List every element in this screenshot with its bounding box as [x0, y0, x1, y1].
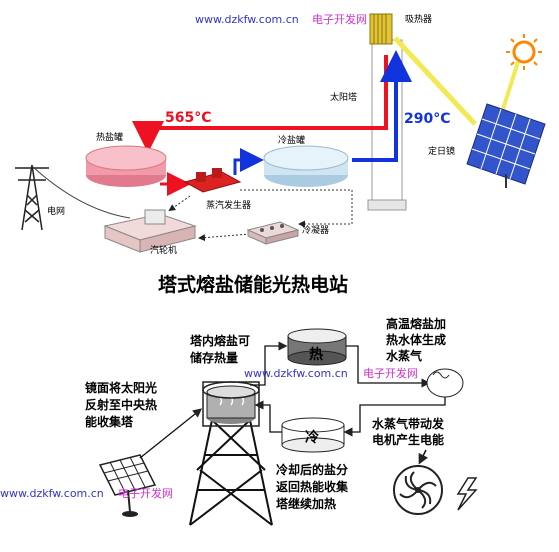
cold-tank-to-tower: [254, 400, 282, 433]
lightning-icon: [456, 477, 478, 511]
temp-cold-label: 290°C: [404, 111, 451, 127]
power-pylon-icon: [15, 164, 49, 231]
steam-to-cold-tank: [343, 388, 446, 437]
return-label-line2: 返回热能收集: [276, 479, 349, 494]
steam-generator-icon: [183, 168, 242, 193]
steam-to-cold-arrow: [233, 148, 264, 175]
heliostat-label: 定日镜: [428, 145, 455, 157]
steam-drum-icon: [426, 368, 464, 398]
condenser-icon: [246, 221, 300, 245]
tower-to-hot-tank: [250, 341, 288, 386]
grid-line: [31, 165, 131, 219]
heliostat-icon: [466, 103, 546, 188]
turbine-fan-icon: [393, 465, 443, 515]
watermark-name-mid: 电子开发网: [363, 366, 418, 380]
hot-tank-label: 热盐罐: [96, 131, 123, 143]
hot-flow-arrow: [132, 55, 388, 153]
heliostat-small-icon: [98, 454, 157, 517]
hot-salt-tank: [287, 328, 347, 366]
temp-hot-label: 565°C: [165, 110, 212, 126]
cold-tank-icon: [263, 145, 349, 187]
return-label-line3: 塔继续加热: [276, 496, 336, 511]
steam-label-line1: 高温熔盐加: [386, 316, 446, 331]
store-label-line2: 储存热量: [190, 350, 238, 365]
mirror-label-line2: 反射至中央热: [85, 397, 157, 412]
turbine-label: 汽轮机: [150, 244, 177, 256]
steam-generator-label: 蒸汽发生器: [206, 199, 251, 211]
generator-label-line2: 电机产生电能: [372, 432, 444, 447]
store-label-line1: 塔内熔盐可: [190, 333, 250, 348]
watermark-url-top: www.dzkfw.com.cn: [195, 13, 299, 26]
steam-to-fan-arrow: [418, 449, 429, 465]
turbine-icon: [103, 209, 197, 253]
watermark-name-bottom: 电子开发网: [118, 486, 173, 500]
hot-tank-icon: [85, 145, 167, 187]
cold-flow-arrow: [352, 50, 412, 162]
tower-label: 太阳塔: [330, 91, 357, 103]
hot-char: 热: [309, 346, 323, 363]
grid-label: 电网: [47, 205, 65, 217]
lattice-tower-icon: [189, 419, 273, 526]
page-title: 塔式熔盐储能光热电站: [158, 273, 348, 296]
absorber-icon: [369, 13, 393, 45]
condenser-label: 冷凝器: [302, 224, 329, 236]
mirror-reflect-arrow: [139, 408, 203, 459]
mirror-label-line3: 能收集塔: [85, 414, 134, 429]
steam-label-line3: 水蒸气: [386, 348, 422, 363]
watermark-name-top: 电子开发网: [312, 12, 367, 26]
cold-salt-tank: [281, 417, 345, 453]
hot-tank-to-steam: [346, 345, 431, 388]
cold-char: 冷: [305, 429, 319, 446]
tower-top-tank: [206, 385, 256, 424]
dotted-loop-right: [240, 189, 353, 228]
generator-label-line1: 水蒸气带动发: [372, 416, 445, 431]
watermark-url-mid: www.dzkfw.com.cn: [244, 367, 348, 380]
sun-icon: [506, 34, 542, 70]
watermark-url-bottom: www.dzkfw.com.cn: [0, 487, 104, 500]
cold-tank-label: 冷盐罐: [278, 134, 305, 146]
steam-label-line2: 热水体生成: [386, 332, 446, 347]
absorber-label: 吸热器: [405, 13, 432, 25]
return-label-line1: 冷却后的盐分: [276, 462, 348, 477]
dotted-loop-left: [168, 195, 191, 212]
dotted-condenser-to-turbine: [198, 233, 251, 242]
mirror-label-line1: 镜面将太阳光: [85, 380, 157, 395]
